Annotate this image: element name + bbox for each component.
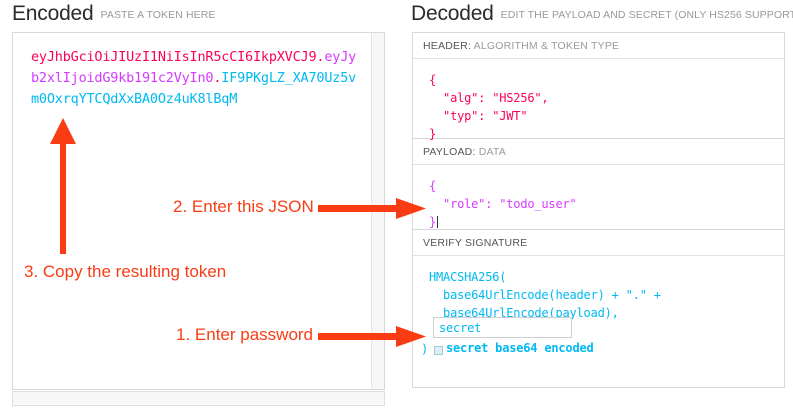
decoded-subtitle: EDIT THE PAYLOAD AND SECRET (ONLY HS256 … <box>500 9 793 21</box>
header-section-label-strong: HEADER: <box>423 40 472 52</box>
token-header-segment: eyJhbGciOiJIUzI1NiIsInR5cCI6IkpXVCJ9 <box>31 49 317 65</box>
header-section-label-rest: ALGORITHM & TOKEN TYPE <box>473 40 620 52</box>
payload-json-text: { "role": "todo_user" } <box>429 179 577 229</box>
encoded-horizontal-scrollbar[interactable] <box>12 391 385 406</box>
encoded-title: Encoded <box>12 2 94 25</box>
annotation-arrow-step3 <box>50 118 76 254</box>
secret-base64-label: secret base64 encoded <box>446 341 594 355</box>
token-payload-segment: eyJyb2xlIjoidG9kb191c2VyIn0 <box>31 49 357 86</box>
annotation-step2-text: 2. Enter this JSON <box>173 197 314 216</box>
header-section-label: HEADER: ALGORITHM & TOKEN TYPE <box>413 33 784 59</box>
annotation-arrow-step2 <box>318 198 426 220</box>
annotation-step3-text: 3. Copy the resulting token <box>24 262 227 281</box>
decoded-payload-section: PAYLOAD: DATA { "role": "todo_user" } <box>412 138 785 230</box>
text-caret <box>437 216 439 228</box>
decoded-header-section: HEADER: ALGORITHM & TOKEN TYPE { "alg": … <box>412 32 785 141</box>
signature-section-label: VERIFY SIGNATURE <box>413 230 784 256</box>
signature-algorithm-text: HMACSHA256( base64UrlEncode(header) + ".… <box>429 270 661 320</box>
payload-section-label-strong: PAYLOAD: <box>423 146 476 158</box>
token-separator-dot-2: . <box>213 70 222 86</box>
decoded-heading: Decoded EDIT THE PAYLOAD AND SECRET (ONLY… <box>411 2 793 26</box>
token-signature-segment: IF9PKgLZ_XA70Uz5vm0OxrqYTCQdXxBA0Oz4uK8l… <box>31 70 357 107</box>
annotation-arrow-step1 <box>318 326 426 348</box>
decoded-title: Decoded <box>411 2 494 25</box>
annotation-step1-text: 1. Enter password <box>176 325 314 344</box>
token-separator-dot-1: . <box>316 49 325 65</box>
secret-input[interactable] <box>433 317 572 338</box>
header-json-editor[interactable]: { "alg": "HS256", "typ": "JWT" } <box>429 73 549 141</box>
signature-close-paren: ) <box>421 342 429 356</box>
encoded-token-text[interactable]: eyJhbGciOiJIUzI1NiIsInR5cCI6IkpXVCJ9.eyJ… <box>31 47 361 110</box>
encoded-subtitle: PASTE A TOKEN HERE <box>100 9 216 21</box>
decoded-panel: HEADER: ALGORITHM & TOKEN TYPE { "alg": … <box>412 32 785 389</box>
payload-json-editor[interactable]: { "role": "todo_user" } <box>413 165 784 243</box>
encoded-heading: Encoded PASTE A TOKEN HERE <box>12 2 216 26</box>
payload-section-label: PAYLOAD: DATA <box>413 139 784 165</box>
payload-section-label-rest: DATA <box>478 146 506 158</box>
decoded-signature-section: VERIFY SIGNATURE HMACSHA256( base64UrlEn… <box>412 229 785 388</box>
secret-base64-checkbox[interactable] <box>434 346 443 355</box>
signature-section-label-strong: VERIFY SIGNATURE <box>423 237 528 249</box>
